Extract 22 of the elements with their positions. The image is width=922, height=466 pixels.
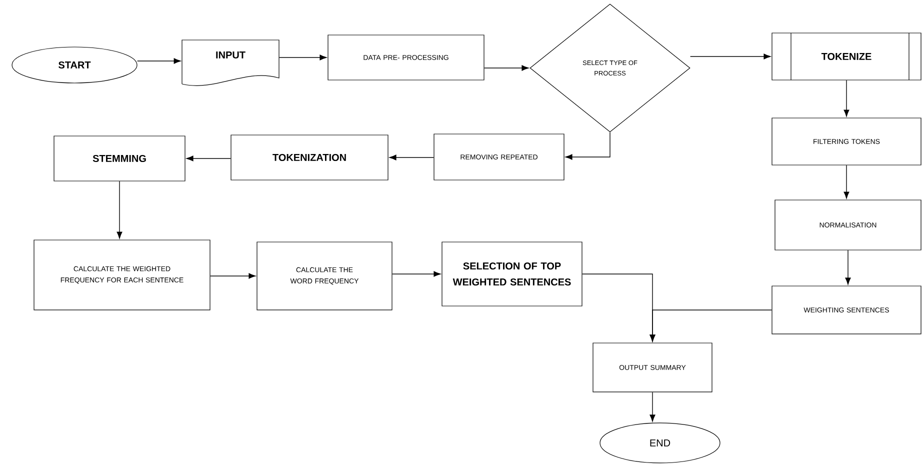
arrow bbox=[845, 250, 851, 285]
arrow bbox=[210, 273, 256, 279]
terminal-oval: END bbox=[600, 422, 720, 464]
arrow bbox=[565, 132, 610, 160]
arrow bbox=[844, 80, 850, 117]
arrow bbox=[650, 310, 772, 342]
arrow bbox=[389, 154, 434, 160]
process-box: STEMMING bbox=[54, 136, 186, 182]
arrow bbox=[116, 180, 122, 239]
terminal-oval: START bbox=[12, 46, 138, 84]
process-box: TOKENIZATION bbox=[230, 134, 388, 180]
predefined-process-box: TOKENIZE bbox=[772, 32, 922, 80]
arrow bbox=[650, 392, 656, 422]
arrow bbox=[844, 164, 850, 199]
arrow bbox=[392, 271, 441, 277]
arrow bbox=[186, 156, 232, 162]
arrow bbox=[136, 58, 181, 64]
arrow bbox=[278, 54, 327, 60]
arrow bbox=[484, 65, 529, 71]
arrow bbox=[690, 54, 771, 60]
input-document-shape: INPUT bbox=[182, 40, 280, 86]
process-box: SELECTION OF TOP WEIGHTED SENTENCES bbox=[442, 242, 582, 306]
